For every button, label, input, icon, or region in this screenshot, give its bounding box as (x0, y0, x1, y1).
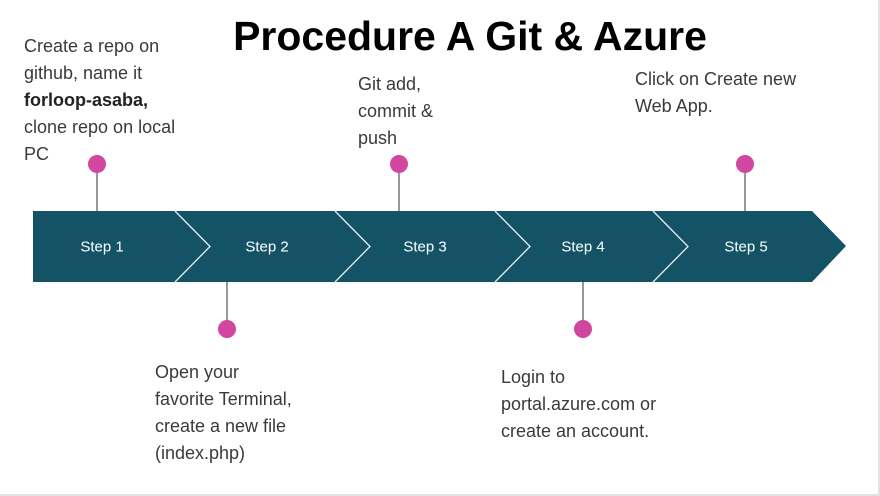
note-line: Create a repo on (24, 36, 160, 56)
note-line: favorite Terminal, (155, 389, 292, 409)
milestone-dot (574, 320, 592, 338)
note-line: create a new file (155, 416, 287, 436)
chevron-divider (334, 210, 371, 283)
note-line: create an account. (501, 421, 650, 441)
note-line: Login to (501, 367, 566, 387)
note-line: (index.php) (155, 443, 246, 463)
note-line: Git add, (358, 74, 422, 94)
step-label: Step 2 (245, 239, 288, 256)
step-label: Step 1 (80, 239, 123, 256)
note-line: Click on Create new (635, 69, 797, 89)
note-line: commit & (358, 101, 434, 121)
note-line: PC (24, 144, 50, 164)
note-line: push (358, 128, 398, 148)
note-line: Web App. (635, 96, 713, 116)
step-label: Step 4 (561, 239, 604, 256)
repo-name: forloop-asaba, (24, 90, 149, 110)
milestone-dot (390, 155, 408, 173)
note-line: portal.azure.com or (501, 394, 657, 414)
note-line: Open your (155, 362, 240, 382)
note-line: clone repo on local (24, 117, 176, 137)
step-1-note: Create a repo on github, name it forloop… (24, 33, 175, 168)
milestone-dot (88, 155, 106, 173)
milestone-dot (736, 155, 754, 173)
step-3-note: Git add, commit & push (358, 71, 433, 152)
chevron-divider (652, 210, 689, 283)
milestone-dot (218, 320, 236, 338)
note-line: forloop-asaba, (24, 87, 175, 114)
step-4-note: Login to portal.azure.com or create an a… (501, 364, 656, 445)
chevron-divider (494, 210, 531, 283)
note-line: github, name it (24, 63, 143, 83)
step-label: Step 5 (724, 239, 767, 256)
slide-title: Procedure A Git & Azure (233, 13, 707, 59)
step-5-note: Click on Create new Web App. (635, 66, 796, 120)
chevron-divider (174, 210, 211, 283)
process-arrow-band (33, 211, 846, 282)
step-label: Step 3 (403, 239, 446, 256)
step-2-note: Open your favorite Terminal, create a ne… (155, 359, 292, 467)
